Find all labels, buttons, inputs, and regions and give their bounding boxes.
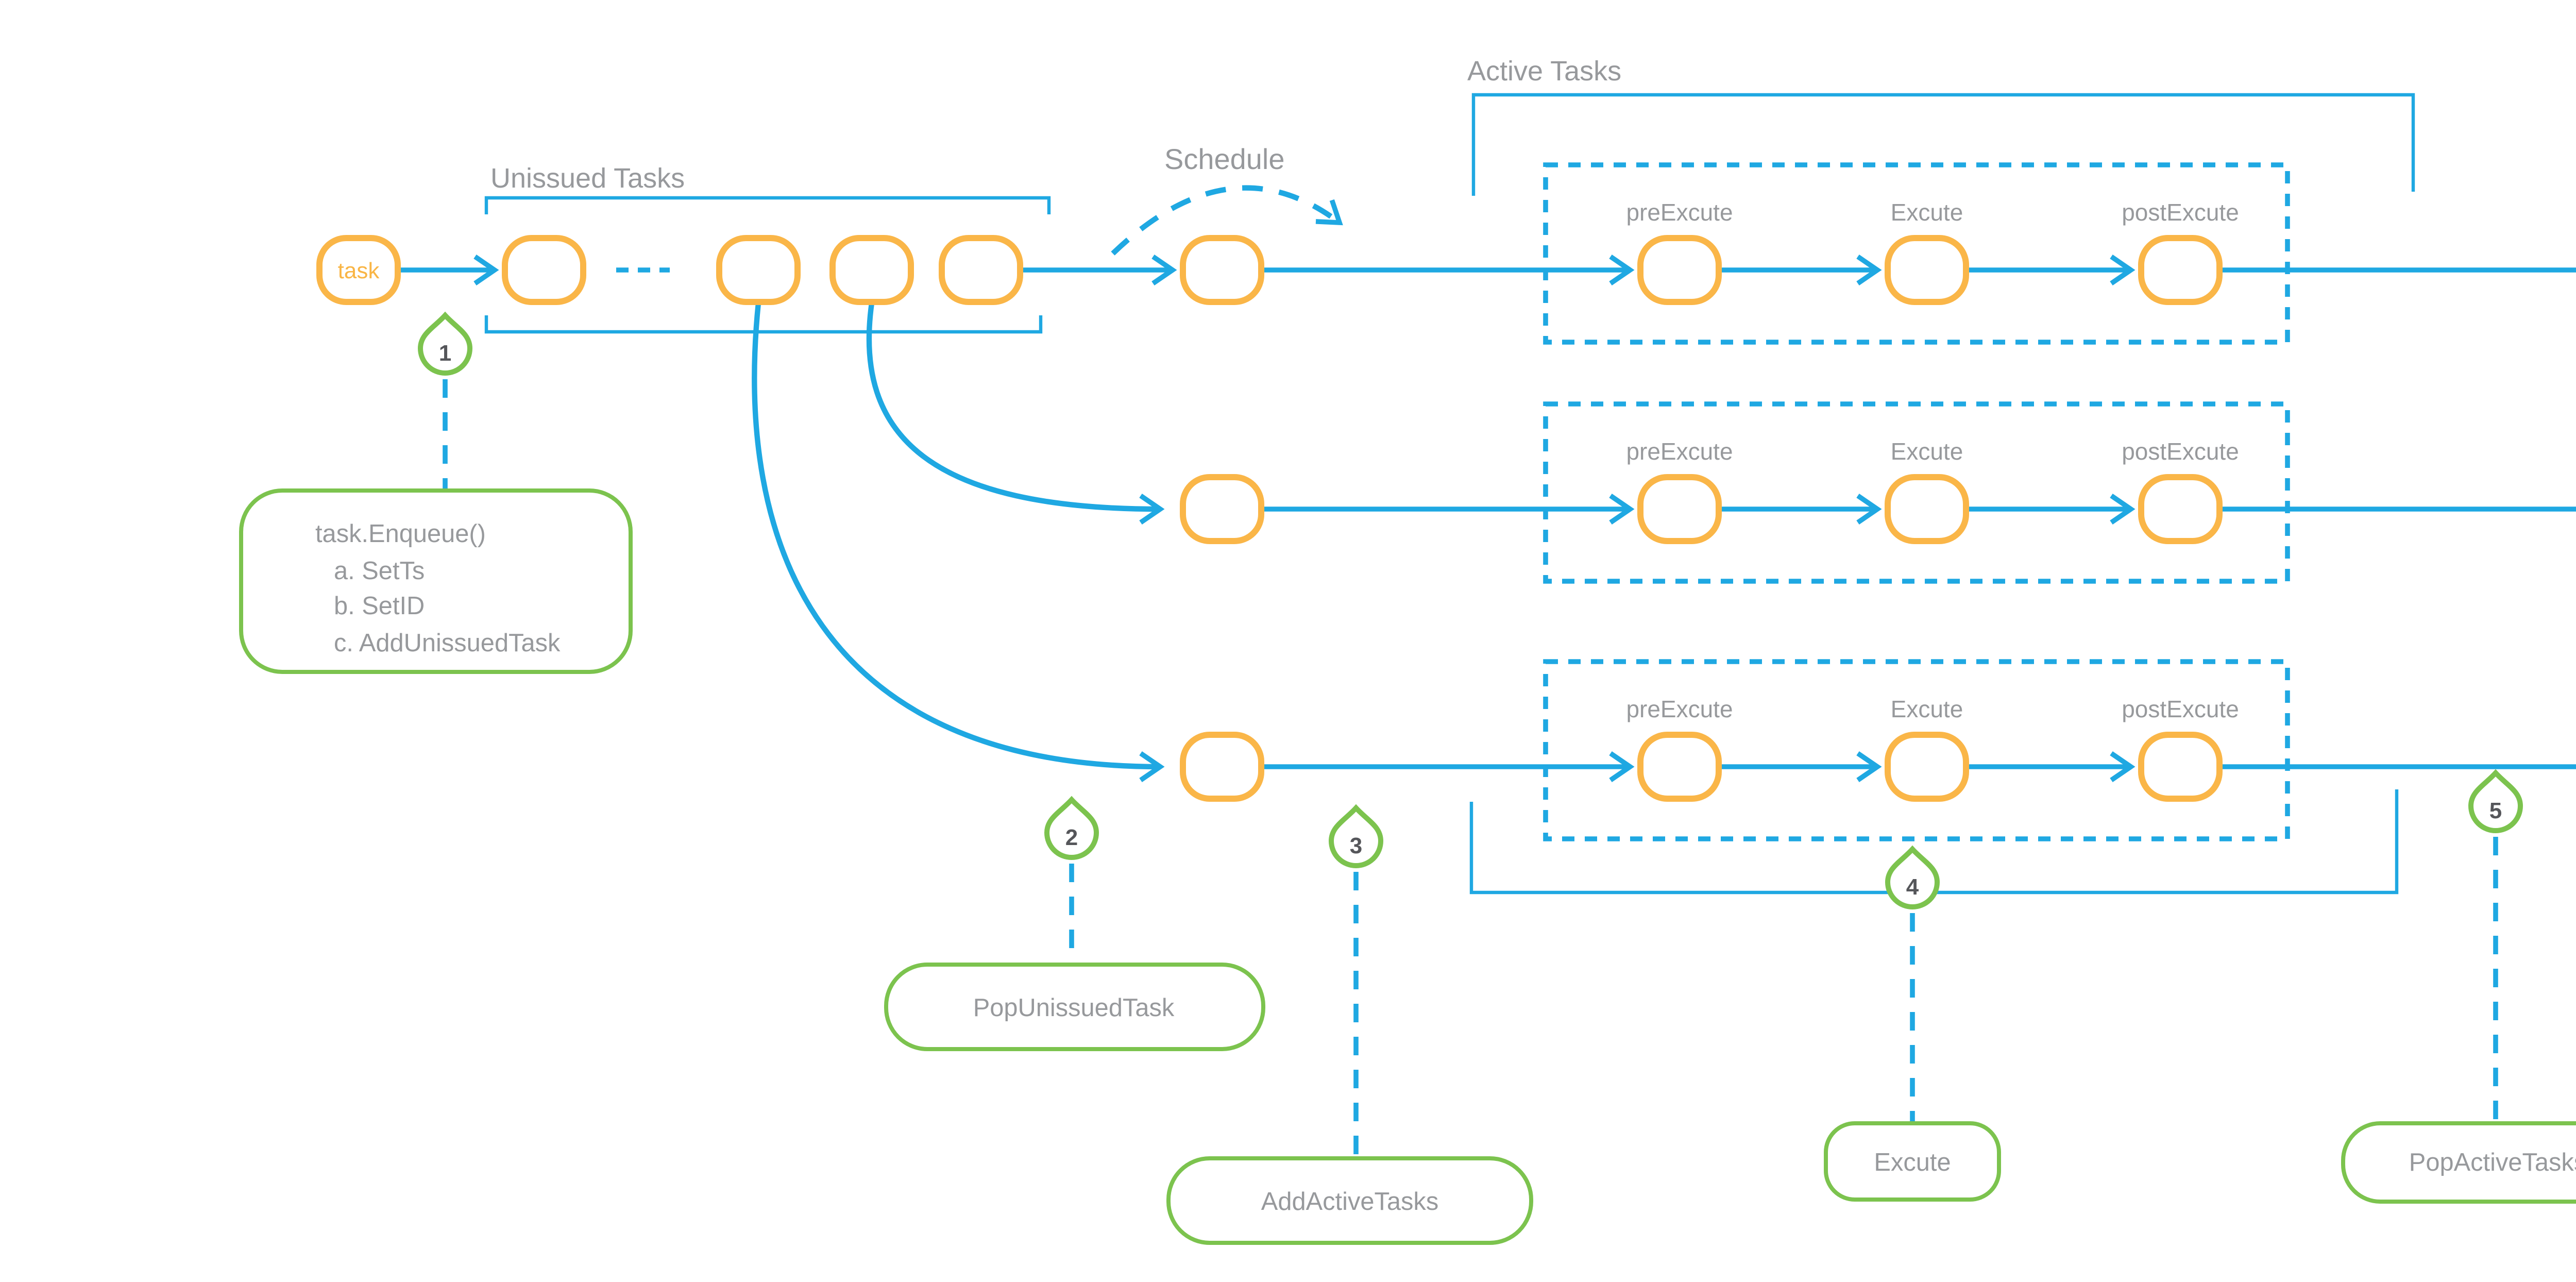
callout-enqueue: task.Enqueue() a. SetTs b. SetID c. AddU… bbox=[239, 488, 633, 674]
callout-pop-active-tasks: PopActiveTasks bbox=[2341, 1121, 2576, 1204]
task-node-label: task bbox=[338, 258, 380, 283]
pin-number: 5 bbox=[2489, 798, 2502, 823]
excute-node bbox=[1885, 732, 1969, 802]
pin-shape bbox=[1885, 845, 1940, 909]
pin-4: 4 bbox=[1885, 845, 1940, 909]
queue-node bbox=[829, 235, 914, 305]
stage-label-postexcute: postExcute bbox=[2122, 438, 2239, 465]
section-label-unissued-tasks: Unissued Tasks bbox=[490, 163, 685, 194]
pop-curve-to-row2 bbox=[866, 302, 1165, 525]
pipeline-box-row1 bbox=[1543, 162, 2290, 345]
pin-shape bbox=[1044, 796, 1099, 860]
scheduled-node bbox=[1180, 732, 1264, 802]
stage-label-excute: Excute bbox=[1891, 696, 1963, 722]
row2-stage-labels: preExcute Excute postExcute bbox=[1626, 438, 2239, 465]
queue-node bbox=[939, 235, 1023, 305]
callout-box bbox=[1166, 1156, 1533, 1245]
row3-pipeline-nodes bbox=[1180, 732, 2223, 802]
callout-line: c. AddUnissuedTask bbox=[334, 629, 561, 657]
callout-label: AddActiveTasks bbox=[1261, 1188, 1438, 1216]
row1-stage-labels: preExcute Excute postExcute bbox=[1626, 199, 2239, 226]
callout-label: PopUnissuedTask bbox=[973, 994, 1175, 1022]
pin-3: 3 bbox=[1328, 804, 1384, 868]
pin-number: 2 bbox=[1065, 825, 1078, 850]
callout-add-active-tasks: AddActiveTasks bbox=[1166, 1156, 1533, 1245]
queue-node bbox=[502, 235, 586, 305]
pin-shape bbox=[2468, 769, 2523, 833]
callout-box bbox=[1824, 1121, 2001, 1202]
row1-pipeline-nodes bbox=[1180, 235, 2223, 305]
row2-flow-arrows bbox=[866, 302, 2576, 525]
pipeline-box-row3 bbox=[1543, 659, 2290, 841]
row3-stage-labels: preExcute Excute postExcute bbox=[1626, 696, 2239, 722]
pipeline-box-row2 bbox=[1543, 401, 2290, 584]
stage-label-postexcute: postExcute bbox=[2122, 199, 2239, 226]
queue-node bbox=[716, 235, 801, 305]
preexcute-node bbox=[1637, 474, 1722, 544]
stage-label-preexcute: preExcute bbox=[1626, 696, 1733, 722]
pop-curve-to-row3 bbox=[752, 302, 1165, 782]
postexcute-node bbox=[2138, 235, 2223, 305]
unissued-bracket-bottom bbox=[484, 315, 1043, 334]
scheduled-node bbox=[1180, 474, 1264, 544]
callout-label: PopActiveTasks bbox=[2409, 1149, 2576, 1176]
callout-pop-unissued-task: PopUnissuedTask bbox=[884, 963, 1265, 1051]
stage-label-excute: Excute bbox=[1891, 199, 1963, 226]
task-node-shape bbox=[316, 235, 401, 305]
postexcute-node bbox=[2138, 732, 2223, 802]
section-label-schedule: Schedule bbox=[1164, 143, 1285, 175]
unissued-queue-nodes bbox=[502, 235, 1023, 305]
pin-number: 1 bbox=[439, 341, 451, 366]
pin-number: 3 bbox=[1350, 833, 1362, 858]
pin-shape bbox=[1328, 804, 1384, 868]
schedule-arc-arrow bbox=[1111, 185, 1343, 256]
excute-node bbox=[1885, 474, 1969, 544]
preexcute-node bbox=[1637, 732, 1722, 802]
stage-label-preexcute: preExcute bbox=[1626, 199, 1733, 226]
callout-box bbox=[239, 488, 633, 674]
callout-line: a. SetTs bbox=[334, 557, 425, 585]
pin-shape bbox=[417, 311, 473, 376]
excute-node bbox=[1885, 235, 1969, 305]
unissued-bracket-top bbox=[484, 196, 1051, 214]
pin-number: 4 bbox=[1906, 874, 1919, 900]
preexcute-node bbox=[1637, 235, 1722, 305]
postexcute-node bbox=[2138, 474, 2223, 544]
task-source-node: task bbox=[316, 235, 401, 305]
section-label-active-tasks: Active Tasks bbox=[1467, 56, 1621, 87]
callout-label: Excute bbox=[1874, 1149, 1951, 1176]
callout-box bbox=[2341, 1121, 2576, 1204]
active-bracket-top bbox=[1471, 93, 2415, 196]
pin-1: 1 bbox=[417, 311, 473, 376]
pin-2: 2 bbox=[1044, 796, 1099, 860]
pin-5: 5 bbox=[2468, 769, 2523, 833]
callout-line: b. SetID bbox=[334, 592, 425, 620]
callout-box bbox=[884, 963, 1265, 1051]
callout-line: task.Enqueue() bbox=[315, 520, 486, 548]
stage-label-excute: Excute bbox=[1891, 438, 1963, 465]
stage-label-postexcute: postExcute bbox=[2122, 696, 2239, 722]
callout-excute: Excute bbox=[1824, 1121, 2001, 1202]
scheduled-node bbox=[1180, 235, 1264, 305]
stage-label-preexcute: preExcute bbox=[1626, 438, 1733, 465]
row2-pipeline-nodes bbox=[1180, 474, 2223, 544]
